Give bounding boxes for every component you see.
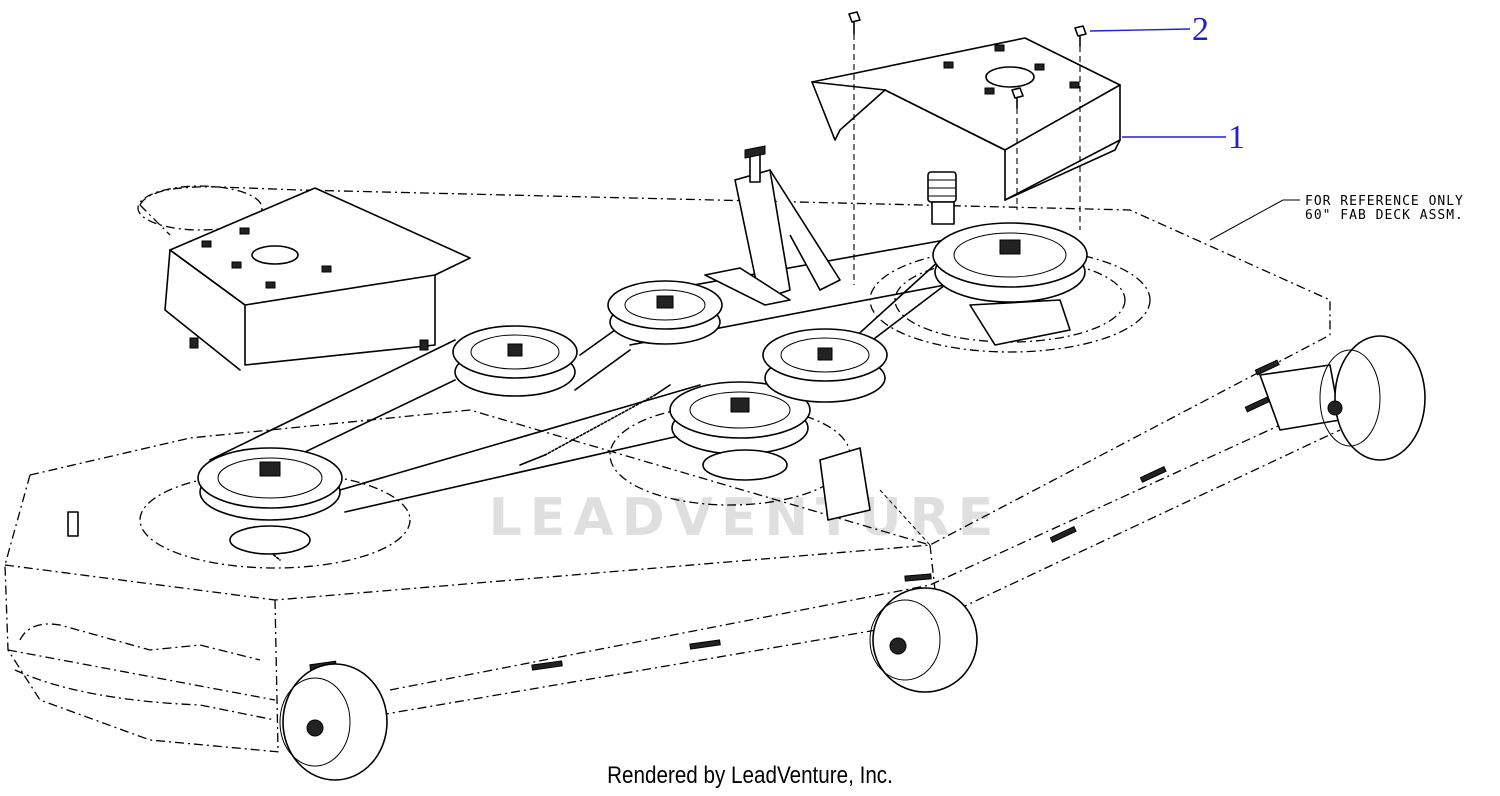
gauge-wheel-front-right (869, 587, 978, 693)
right-belt-cover-part-1 (811, 37, 1121, 201)
deck-hardware (67, 359, 1280, 671)
reference-note-leader (1209, 199, 1300, 241)
idler-bracket (704, 145, 841, 306)
callout-2-leader (1089, 28, 1191, 32)
pulley-left-idler (452, 325, 578, 397)
reference-note-line-2: 60" FAB DECK ASSM. (1305, 208, 1464, 223)
pulley-right-idler (762, 328, 888, 403)
reference-note-line-1: FOR REFERENCE ONLY (1305, 194, 1464, 209)
callout-1-number: 1 (1228, 119, 1245, 156)
spindle-cap (927, 171, 957, 225)
pulley-front-left (197, 447, 343, 555)
gauge-wheel-front-left (279, 663, 388, 781)
left-belt-cover (164, 187, 471, 371)
footer-credit: Rendered by LeadVenture, Inc. (607, 762, 893, 789)
pulley-center-front (669, 381, 811, 481)
callout-1: 1 (1122, 119, 1245, 156)
callout-2-number: 2 (1192, 11, 1209, 48)
pulley-right (932, 222, 1088, 346)
screw-part-2 (848, 11, 1087, 285)
reference-note: FOR REFERENCE ONLY 60" FAB DECK ASSM. (1209, 194, 1464, 241)
pulley-center-rear (607, 280, 723, 345)
callout-2: 2 (1089, 11, 1209, 48)
watermark: LEADVENTURE (489, 488, 1002, 548)
gauge-wheel-rear-right (1259, 335, 1426, 461)
